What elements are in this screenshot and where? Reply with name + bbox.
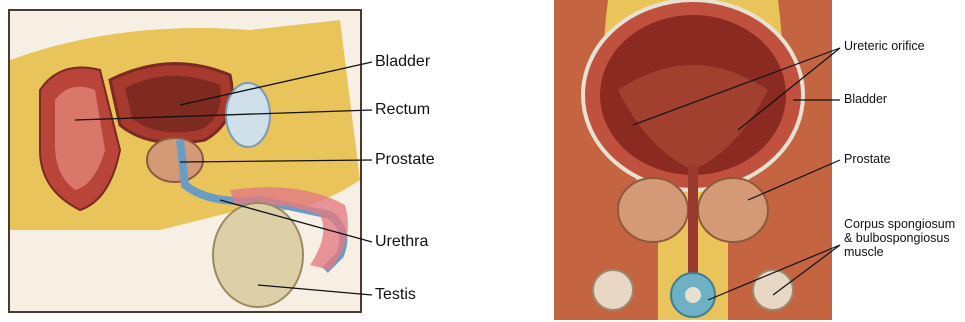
coronal-section-diagram: Ureteric orifice Bladder Prostate Corpus… [548,0,965,322]
label-rectum: Rectum [375,101,430,119]
urethral-lumen [685,287,701,303]
prostate-right-lobe [698,178,768,242]
prostate-left-lobe [618,178,688,242]
right-ischial-bone [753,270,793,310]
label-urethra: Urethra [375,233,428,251]
sagittal-section-diagram: Bladder Rectum Prostate Urethra Testis [0,0,520,322]
label-testis: Testis [375,286,416,304]
label-bladder: Bladder [375,53,430,71]
prostate-shape [147,138,203,182]
urethra-channel [688,165,698,280]
label-corpus: Corpus spongiosum & bulbospongiosus musc… [844,218,964,259]
label-ureteric-orifice: Ureteric orifice [844,40,925,54]
label-prostate: Prostate [375,151,435,169]
sagittal-illustration [0,0,520,322]
left-ischial-bone [593,270,633,310]
label-bladder-right: Bladder [844,93,887,107]
label-prostate-right: Prostate [844,153,891,167]
